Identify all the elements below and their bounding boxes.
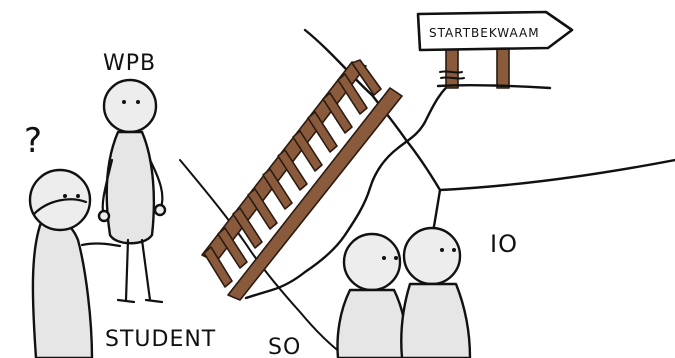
student-label: STUDENT xyxy=(105,327,216,352)
question-mark: ? xyxy=(24,121,43,161)
io-label: IO xyxy=(490,230,518,258)
so-figure xyxy=(336,232,410,358)
wpb-figure xyxy=(97,78,167,304)
sign-label: STARTBEKWAAM xyxy=(429,26,540,40)
ladder xyxy=(201,59,403,301)
signpost: STARTBEKWAAM xyxy=(416,10,574,90)
wpb-label: WPB xyxy=(103,51,156,76)
cliff-crack xyxy=(179,78,457,357)
student-figure xyxy=(28,168,122,358)
io-figure xyxy=(400,226,472,358)
so-label: SO xyxy=(268,335,301,358)
